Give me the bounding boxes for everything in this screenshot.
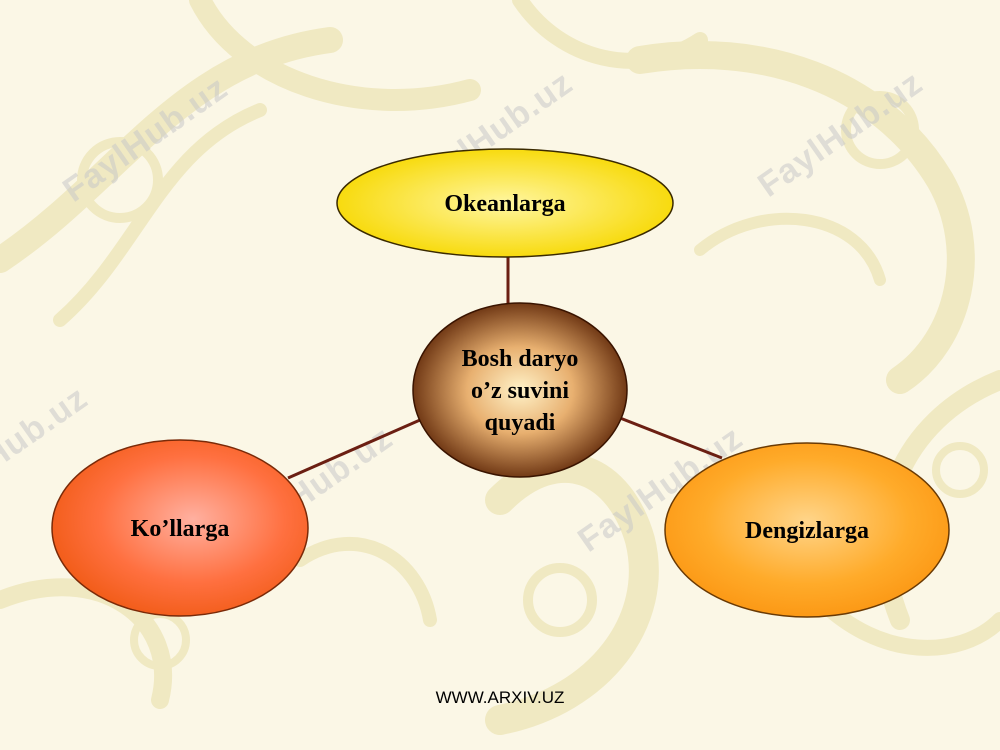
footer-url: WWW.ARXIV.UZ bbox=[435, 688, 565, 707]
connector-right bbox=[619, 416, 723, 460]
node-left bbox=[51, 439, 309, 617]
center-line-1: Bosh daryo bbox=[461, 346, 579, 372]
center-line-3: quyadi bbox=[484, 410, 556, 436]
node-left-label: Ko’llarga bbox=[130, 515, 230, 542]
node-top-label: Okeanlarga bbox=[444, 190, 566, 217]
center-line-2: o’z suvini bbox=[470, 378, 569, 404]
node-top bbox=[336, 148, 674, 258]
connector-left bbox=[287, 418, 421, 480]
node-center bbox=[412, 302, 628, 478]
node-right bbox=[664, 442, 950, 618]
node-center-label: Bosh daryo o’z suvini quyadi bbox=[430, 336, 610, 446]
node-right-label: Dengizlarga bbox=[745, 517, 869, 544]
